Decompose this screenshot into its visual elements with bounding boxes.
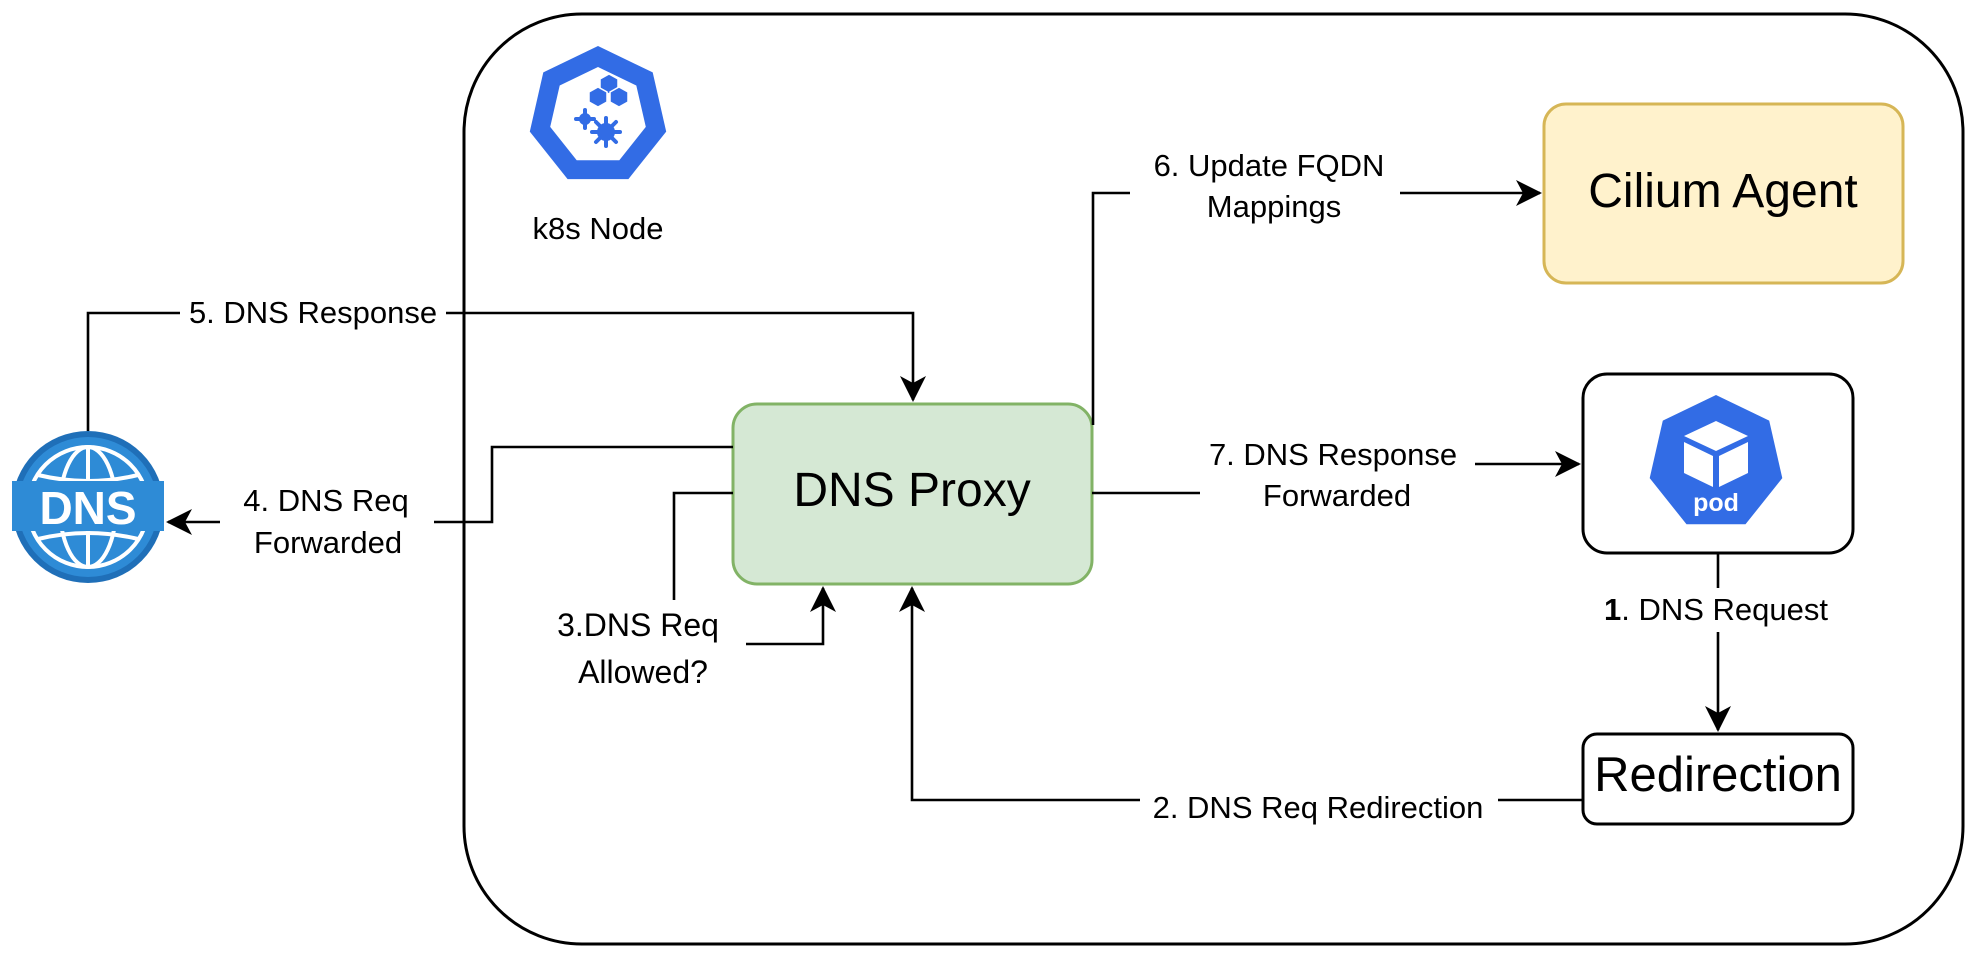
edge-step6-label-line2: Mappings — [1207, 189, 1341, 224]
edge-step5 — [86, 311, 926, 431]
edge-step1-text: . DNS Request — [1621, 592, 1828, 627]
edge-step7-label-line1: 7. DNS Response — [1209, 437, 1457, 472]
edge-step1-number: 1 — [1604, 592, 1621, 627]
pod-icon: pod — [1649, 395, 1783, 525]
cilium-agent-label: Cilium Agent — [1588, 165, 1857, 218]
pod-icon-label: pod — [1693, 489, 1739, 517]
edge-step4-label-line1: 4. DNS Req — [243, 483, 408, 518]
dns-proxy-label: DNS Proxy — [793, 464, 1030, 517]
edge-step3 — [672, 491, 733, 600]
cilium-agent-box — [1542, 102, 1905, 285]
edge-step6-label-line1: 6. Update FQDN — [1154, 148, 1385, 183]
edge-step4-label-line2: Forwarded — [254, 525, 402, 560]
redirection-label: Redirection — [1594, 748, 1842, 802]
edge-step7-label-line2: Forwarded — [1263, 478, 1411, 513]
redirection-box — [1581, 732, 1855, 826]
edge-step3-label-line1: 3.DNS Req — [557, 607, 719, 643]
dns-icon-label: DNS — [39, 482, 136, 534]
edge-step1-label: 1. DNS Request — [1604, 592, 1828, 627]
edge-step3-label-line2: Allowed? — [578, 654, 708, 690]
edge-step2-label: 2. DNS Req Redirection — [1153, 790, 1484, 825]
k8s-node-icon — [529, 46, 667, 180]
dns-server-icon: DNS — [12, 431, 164, 583]
edge-step5-label: 5. DNS Response — [189, 295, 437, 330]
k8s-node-label: k8s Node — [533, 211, 664, 246]
edge-step3-return — [746, 586, 836, 646]
